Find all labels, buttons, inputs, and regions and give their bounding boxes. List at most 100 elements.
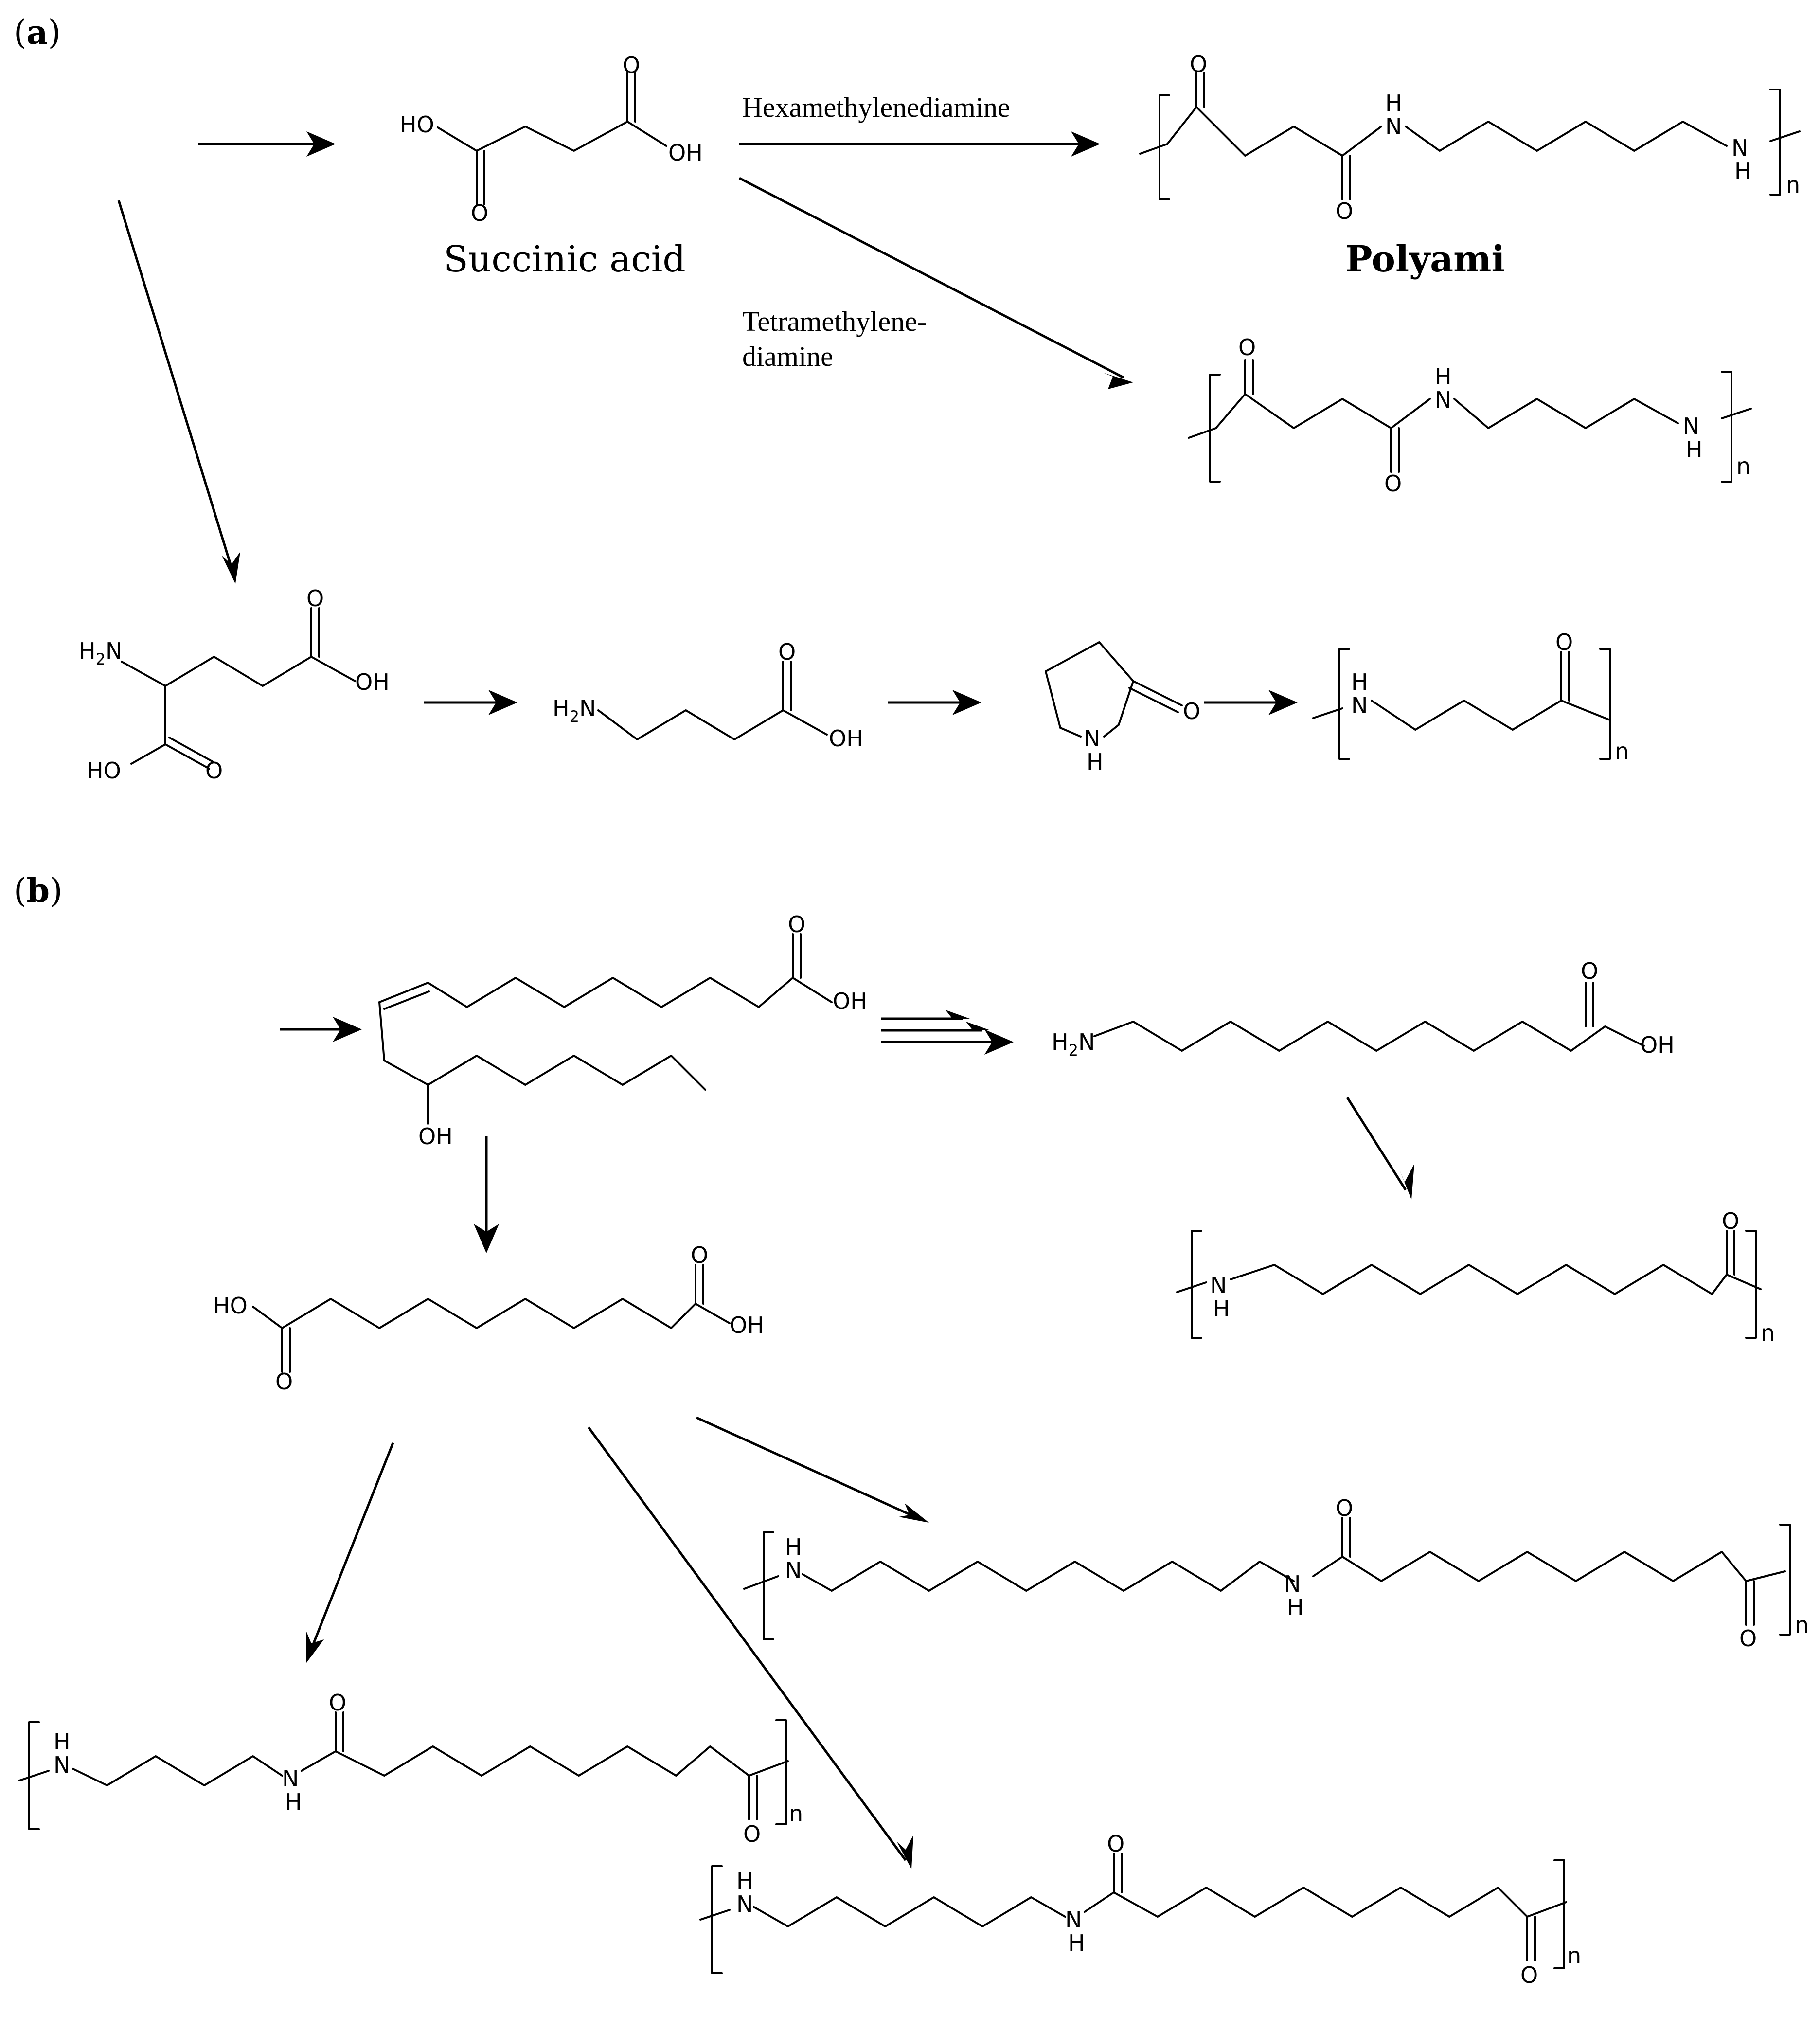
atom-N: N [785,1557,802,1583]
atom-O: O [275,1368,293,1395]
arrowhead [1268,690,1298,715]
polyamide-1010-structure: H N N H O O n [743,1495,1809,1652]
atom-H: H [1686,436,1703,463]
atom-O: O [623,52,640,78]
atom-OH: OH [418,1123,453,1150]
atom-O: O [329,1690,346,1716]
arrows-panel-a [117,131,1298,715]
repeat-n: n [1736,453,1750,479]
arrowhead [488,690,517,715]
atom-O: O [1581,958,1598,984]
atom-O: O [1520,1962,1538,1988]
arrowhead [333,1017,362,1042]
atom-O: O [1739,1625,1757,1652]
atom-H2N: H2N [1052,1029,1095,1060]
atom-N: N [736,1891,753,1917]
atom-N: N [1683,413,1699,439]
atom-O: O [788,911,805,937]
atom-N: N [1385,113,1402,140]
arrowhead [1400,1164,1414,1200]
atom-O: O [691,1242,708,1268]
arrows-panel-b [280,1010,1414,1869]
atom-N: N [1731,135,1748,161]
atom-H: H [736,1868,753,1894]
aminoundecanoic-acid-structure: H2N O OH [1052,958,1675,1060]
atom-N: N [1084,725,1100,752]
atom-O: O [1336,198,1353,224]
arrowhead [222,552,240,584]
repeat-n: n [1567,1943,1581,1969]
polyamide-11-structure: N H O n [1176,1208,1775,1346]
polyamide-44-structure: O O H N N H n [1188,334,1752,497]
label-hexamethylenediamine: Hexamethylenediamine [742,91,1010,123]
arrowhead [306,131,336,157]
arrowhead [897,1835,913,1869]
succinic-acid-structure: HO O O OH [400,52,703,226]
atom-H: H [285,1789,302,1815]
atom-N: N [1351,692,1368,719]
atom-HO: HO [213,1293,248,1319]
atom-N: N [1284,1571,1301,1597]
atom-OH: OH [829,725,863,752]
arrow-to-glutamic [117,200,235,575]
glutamic-acid-structure: H2N O OH HO O [79,585,390,784]
atom-H: H [1435,363,1452,390]
repeat-n: n [1761,1320,1775,1346]
polyamide-4-structure: H N O n [1312,629,1629,764]
atom-O: O [1183,698,1200,724]
succinic-acid-label: Succinic acid [444,238,686,280]
arrowhead [1103,373,1133,389]
atom-N: N [1435,387,1451,413]
panel-label-a: (a) [14,13,61,52]
atom-HO: HO [400,111,434,138]
polyamide-label: Polyami [1345,238,1505,280]
atom-OH: OH [668,140,703,166]
atom-OH: OH [1640,1032,1675,1058]
repeat-n: n [1786,172,1800,198]
atom-H2N: H2N [553,695,596,726]
arrowhead [899,1503,929,1523]
atom-OH: OH [730,1312,764,1338]
atom-N: N [1210,1272,1227,1298]
atom-O: O [778,639,796,665]
arrowhead [474,1224,499,1253]
atom-H: H [1385,90,1402,116]
polyamide-410-structure: H N N H O O n [18,1690,803,1847]
atom-H: H [1068,1930,1085,1956]
atom-H: H [1734,158,1751,184]
atom-OH: OH [833,988,867,1014]
repeat-n: n [789,1800,803,1827]
label-diamine: diamine [742,341,833,372]
arrowhead [984,1029,1014,1055]
arrowhead [966,1022,990,1030]
polyamide-610-structure: H N N H O O n [699,1831,1581,1988]
atom-H: H [1287,1594,1304,1620]
repeat-n: n [1795,1612,1809,1638]
atom-O: O [1238,334,1256,360]
arrowhead [1071,131,1100,157]
arrow-to-pa11 [1346,1097,1407,1191]
arrowhead [306,1632,324,1663]
arrowhead [952,690,981,715]
sebacic-acid-structure: HO O O OH [213,1242,764,1395]
atom-O: O [1190,51,1207,77]
atom-H: H [785,1534,802,1560]
atom-H: H [1213,1295,1230,1322]
polyamide-46-structure: O O H N N H n [1139,51,1801,224]
atom-N: N [54,1752,70,1778]
atom-O: O [306,585,324,612]
atom-O: O [471,200,488,226]
arrow-to-pa610 [587,1426,907,1861]
atom-O: O [1336,1495,1353,1521]
atom-O: O [1107,1831,1124,1857]
atom-O: O [1384,470,1402,497]
arrowhead [946,1010,970,1019]
pyrrolidone-structure: N H O [1045,641,1200,775]
atom-O: O [743,1821,761,1847]
arrow-to-pa410 [308,1442,394,1655]
repeat-n: n [1615,738,1629,764]
arrow-to-pa1010 [696,1416,920,1520]
gaba-structure: H2N O OH [553,639,863,752]
label-tetramethylene: Tetramethylene- [742,306,927,337]
